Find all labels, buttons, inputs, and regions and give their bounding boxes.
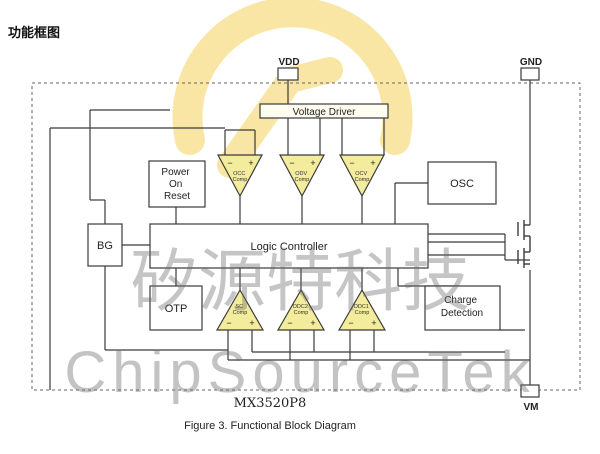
vdd-pin-label: VDD <box>278 57 299 68</box>
comparator-ocv-plus: + <box>370 158 375 168</box>
vm-pin <box>520 384 540 398</box>
bg-block <box>87 223 123 267</box>
comparator-odc2-label-2: Comp <box>294 310 309 316</box>
comparator-odv-label-2: Comp <box>295 177 310 183</box>
voltage-driver-label: Voltage Driver <box>293 107 356 118</box>
comparator-sc: SC Comp − + <box>215 288 265 331</box>
power-on-reset-line-3: Reset <box>164 191 190 202</box>
comparator-odv: − + ODV Comp <box>278 154 326 198</box>
charge-detection-line-1: Charge <box>444 295 477 306</box>
osc-label: OSC <box>450 178 474 190</box>
chip-boundary <box>31 82 581 391</box>
comparator-odc1: ODC1 Comp − + <box>337 288 387 331</box>
comparator-ocv-minus: − <box>349 158 354 168</box>
figure-caption: Figure 3. Functional Block Diagram <box>184 420 356 432</box>
comparator-odc2: ODC2 Comp − + <box>276 288 326 331</box>
comparator-odv-minus: − <box>289 158 294 168</box>
comparator-ocv-label-2: Comp <box>355 177 370 183</box>
comparator-odc2-plus: + <box>310 318 315 328</box>
power-on-reset-block <box>148 160 206 208</box>
logic-controller-label: Logic Controller <box>250 241 327 253</box>
power-on-reset-line-2: On <box>169 179 182 190</box>
comparator-odv-label-1: ODV <box>295 171 307 177</box>
comparator-ocv-label-1: OCV <box>355 171 367 177</box>
comparator-sc-label: SC Comp <box>233 304 248 316</box>
comparator-occ-label: OCC Comp <box>233 171 248 183</box>
comparator-odv-plus: + <box>310 158 315 168</box>
page-heading: 功能框图 <box>8 26 61 41</box>
comparator-sc-label-1: SC <box>235 304 243 310</box>
comparator-odv-label: ODV Comp <box>295 171 310 183</box>
comparator-odc2-label: ODC2 Comp <box>293 304 310 316</box>
vm-pin-label: VM <box>524 402 539 413</box>
comparator-odc2-minus: − <box>287 318 292 328</box>
comparator-ocv-label: OCV Comp <box>355 171 370 183</box>
comparator-odc1-label: ODC1 Comp <box>354 304 371 316</box>
logic-controller-block <box>149 223 429 269</box>
power-on-reset-label: Power On Reset <box>161 167 192 202</box>
comparator-occ: − + OCC Comp <box>216 154 264 198</box>
comparator-odc1-plus: + <box>371 318 376 328</box>
charge-detection-label: Charge Detection <box>441 295 483 319</box>
otp-label: OTP <box>165 303 188 315</box>
gnd-pin-label: GND <box>520 57 542 68</box>
comparator-odc1-label-1: ODC1 <box>354 304 369 310</box>
chipsourcetek-logo <box>172 0 413 178</box>
comparator-occ-label-1: OCC <box>233 171 245 177</box>
comparator-sc-label-2: Comp <box>233 310 248 316</box>
comparator-odc1-label-2: Comp <box>355 310 370 316</box>
power-on-reset-line-1: Power <box>161 167 190 178</box>
comparator-sc-minus: − <box>226 318 231 328</box>
wiring <box>49 80 531 390</box>
otp-block <box>149 285 203 331</box>
comparator-ocv: − + OCV Comp <box>338 154 386 198</box>
osc-block <box>427 161 497 205</box>
voltage-driver-block <box>259 103 389 119</box>
watermark-chinese: 矽源特科技 <box>130 244 470 320</box>
charge-detection-block <box>424 285 501 331</box>
comparator-occ-label-2: Comp <box>233 177 248 183</box>
vdd-pin <box>277 67 299 81</box>
gnd-pin <box>520 67 540 81</box>
part-number: MX3520P8 <box>233 396 307 411</box>
mosfet-switch-icon <box>517 220 531 268</box>
comparator-odc1-minus: − <box>348 318 353 328</box>
charge-detection-line-2: Detection <box>441 308 483 319</box>
watermark-english: ChipSourceTek <box>64 340 535 405</box>
comparator-sc-plus: + <box>249 318 254 328</box>
comparator-occ-plus: + <box>248 158 253 168</box>
comparator-occ-minus: − <box>227 158 232 168</box>
bg-label: BG <box>97 240 113 252</box>
comparator-odc2-label-1: ODC2 <box>293 304 308 310</box>
